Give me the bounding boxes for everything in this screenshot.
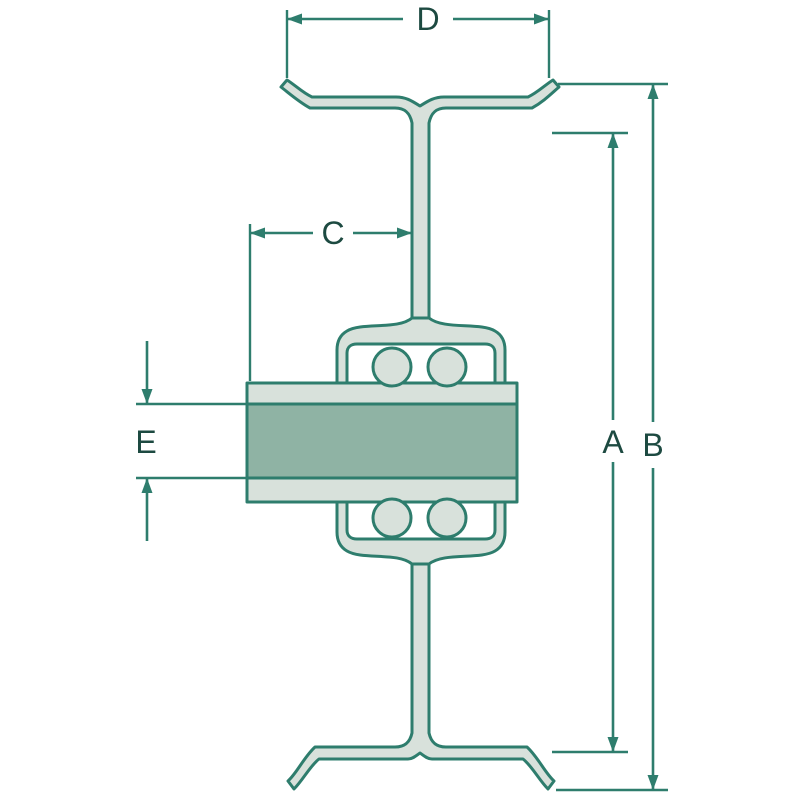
arrowhead-right-icon xyxy=(397,227,412,239)
dimension-label-c: C xyxy=(321,215,344,251)
dimension-a: A xyxy=(552,131,628,754)
arrowhead-up-icon xyxy=(607,133,619,148)
dimension-c: C xyxy=(248,215,412,381)
arrowhead-left-icon xyxy=(250,227,265,239)
dimension-label-a: A xyxy=(602,424,624,460)
hub-housing-top xyxy=(335,316,507,387)
arrowhead-up-icon xyxy=(647,84,659,99)
bearing-ball-bottom-left xyxy=(371,497,413,539)
arrowhead-left-icon xyxy=(287,13,302,25)
wheel-rim-top xyxy=(279,78,561,322)
arrowhead-up-icon xyxy=(141,478,153,493)
dimension-label-e: E xyxy=(135,424,156,460)
dimension-label-d: D xyxy=(416,1,439,37)
dimension-e: E xyxy=(135,341,247,541)
bearing-ball-bottom-right xyxy=(426,497,468,539)
hub-housing-bottom xyxy=(335,498,507,566)
arrowhead-down-icon xyxy=(141,389,153,404)
dimension-b: B xyxy=(556,82,668,792)
arrowhead-right-icon xyxy=(534,13,549,25)
arrowhead-down-icon xyxy=(607,737,619,752)
bearing-ball-top-right xyxy=(426,346,468,388)
wheel-rim-bottom xyxy=(286,560,556,791)
bearing-ball-top-left xyxy=(371,346,413,388)
arrowhead-down-icon xyxy=(647,775,659,790)
dimension-label-b: B xyxy=(642,427,663,463)
hub-bore xyxy=(245,402,519,480)
dimension-d: D xyxy=(285,1,551,78)
